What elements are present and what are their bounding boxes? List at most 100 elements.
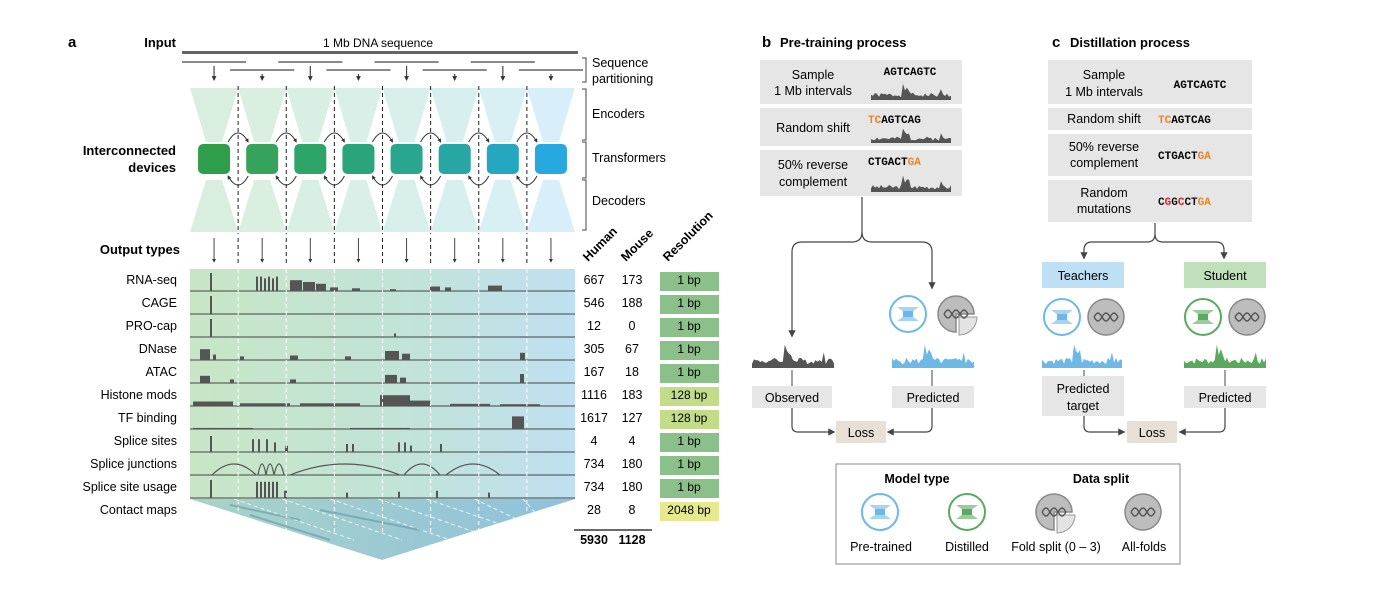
track-signal: [276, 276, 278, 291]
output-type-label: TF binding: [118, 411, 177, 425]
c-step2-box: [1048, 108, 1252, 130]
b-observed-label: Observed: [765, 391, 819, 405]
partition-bracket: [582, 57, 587, 83]
resolution-badge: [660, 479, 719, 498]
b-observed-to-loss: [791, 408, 836, 436]
splice-junction-arc: [445, 463, 501, 476]
mouse-count: 173: [622, 273, 643, 287]
dna-strand: [1041, 507, 1067, 517]
c-teacher-allfolds-icon: [1087, 298, 1125, 336]
track-signal: [385, 374, 397, 383]
track-signal: [352, 288, 360, 291]
track-signal: [316, 283, 326, 291]
b-pretrained-model-icon: [889, 295, 927, 333]
resolution-badge: [660, 387, 719, 406]
human-count: 167: [584, 365, 605, 379]
model-decoder-shape: [869, 514, 891, 519]
encoders-bracket: [582, 88, 587, 141]
mouse-count: 0: [629, 319, 636, 333]
human-count: 28: [587, 503, 601, 517]
resolution-label: 128 bp: [671, 411, 708, 425]
model-encoder-shape: [897, 307, 919, 312]
output-arrows: [212, 238, 553, 266]
legend-pretrained-icon: [861, 493, 899, 531]
c-teacher-model-icon: [1043, 298, 1081, 336]
encoder-funnel: [190, 88, 239, 142]
track-signal: [213, 354, 216, 360]
human-count: 1617: [580, 411, 608, 425]
c-predicted-target-label-2: target: [1067, 399, 1099, 413]
dna-strand: [1130, 507, 1156, 517]
decoder-funnel: [526, 180, 575, 232]
human-count: 546: [584, 296, 605, 310]
all-folds-disc: [1228, 298, 1266, 336]
track-signal: [394, 333, 396, 337]
c-teachers-label: Teachers: [1058, 269, 1109, 283]
track-signal: [284, 490, 287, 498]
resolution-badge: [660, 318, 719, 337]
resolution-badge: [660, 502, 719, 521]
resolution-label: 1 bp: [677, 296, 701, 310]
output-tracks: [190, 273, 575, 499]
c-teacher-signal: [1042, 344, 1122, 368]
contact-map-gridline: [426, 498, 547, 541]
device-block: [534, 144, 567, 174]
resolution-label: 1 bp: [677, 365, 701, 379]
panel-b-title: Pre-training process: [780, 35, 906, 50]
splice-junction-arc: [265, 463, 275, 476]
c-student-label: Student: [1203, 269, 1247, 283]
mouse-count: 188: [622, 296, 643, 310]
output-type-label: Splice junctions: [90, 457, 177, 471]
b-split-connector-right: [861, 231, 936, 290]
contact-map-gridline: [282, 498, 403, 541]
partition-dashes: [237, 269, 528, 532]
b-step3-seq: CTGACTGA: [868, 157, 921, 169]
track-signal: [260, 481, 262, 498]
c-step3-label-1: 50% reverse: [1069, 140, 1139, 154]
c-predicted-to-loss: [1178, 408, 1226, 436]
model-encoder-shape: [1051, 310, 1073, 315]
b-step1-label-2: 1 Mb intervals: [774, 84, 852, 98]
resolution-label: 128 bp: [671, 388, 708, 402]
resolution-badge: [660, 433, 719, 452]
resolution-badge: [660, 341, 719, 360]
device-link-arc: [227, 132, 249, 143]
track-signal: [264, 481, 266, 498]
track-signal: [430, 286, 440, 291]
b-predicted-label: Predicted: [907, 391, 960, 405]
decoder-funnel: [190, 180, 239, 232]
b-split-connector: [788, 197, 863, 338]
output-type-label: Histone mods: [101, 388, 177, 402]
contact-map-texture: [229, 504, 421, 541]
device-block: [198, 144, 231, 174]
encoder-funnel: [430, 88, 479, 142]
c-step2-seq: TCAGTCAG: [1158, 115, 1211, 127]
legend-pretrained-label: Pre-trained: [850, 540, 912, 554]
input-label: Input: [144, 35, 176, 50]
model-decoder-shape: [897, 316, 919, 321]
track-signal: [350, 427, 410, 429]
resolution-label: 1 bp: [677, 319, 701, 333]
c-step2-label: Random shift: [1067, 112, 1141, 126]
all-folds-disc: [1087, 298, 1125, 336]
b-loss-box: [836, 421, 886, 443]
mouse-count: 4: [629, 434, 636, 448]
track-signal: [276, 481, 278, 498]
track-signal: [290, 379, 296, 383]
mouse-count: 180: [622, 480, 643, 494]
mouse-count: 67: [625, 342, 639, 356]
track-signal: [436, 490, 438, 498]
c-step3-label-2: complement: [1070, 156, 1139, 170]
c-student-box: [1184, 262, 1266, 288]
track-signal: [402, 353, 410, 360]
b-predicted-box: [892, 386, 974, 408]
panel-c-letter: c: [1052, 34, 1060, 51]
encoder-funnel: [382, 88, 431, 142]
b-step3-label-1: 50% reverse: [778, 158, 848, 172]
mouse-count: 180: [622, 457, 643, 471]
track-signal: [303, 282, 315, 291]
encoder-decoder-hourglass: [190, 86, 575, 234]
track-signal: [520, 352, 525, 360]
mouse-count: 127: [622, 411, 643, 425]
b-observed-box: [752, 386, 832, 408]
